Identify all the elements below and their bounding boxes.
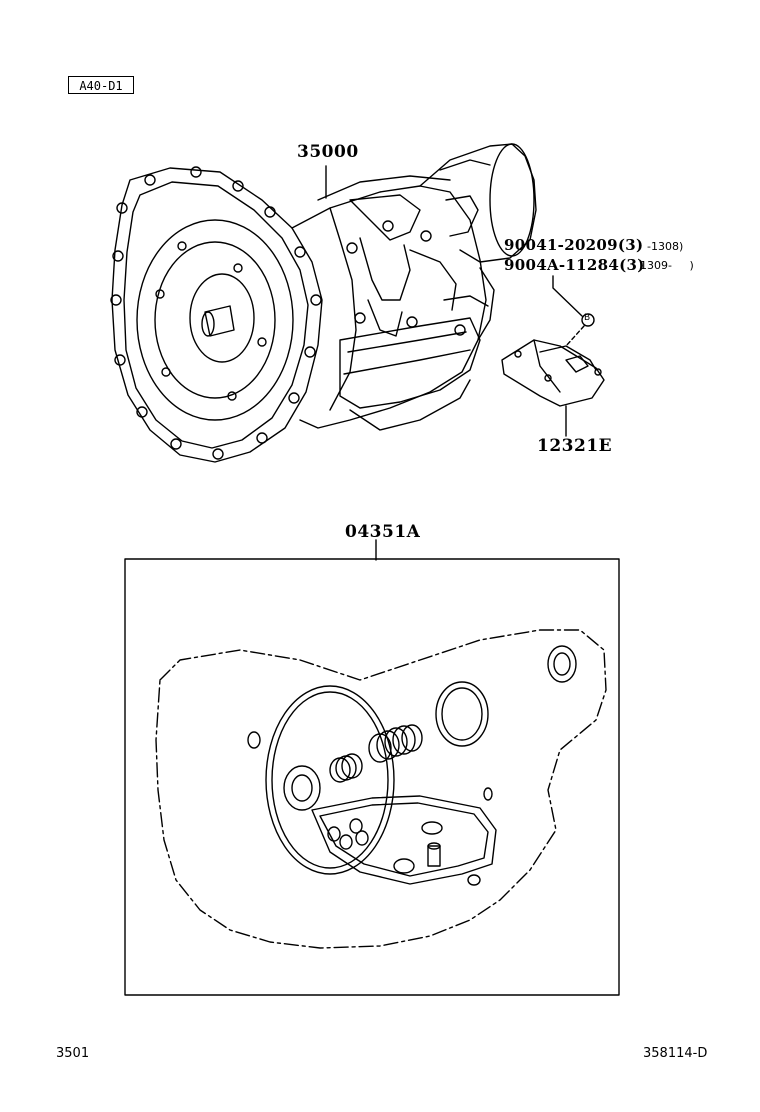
- kit-frame: [124, 558, 620, 996]
- callout-bolt-1-range: -1308): [647, 240, 684, 253]
- footer-page-code: 3501: [56, 1046, 90, 1061]
- marker-b-circle: [581, 313, 595, 327]
- transmission-assembly: [110, 143, 537, 463]
- callout-04351a[interactable]: 04351A: [345, 522, 421, 542]
- bracket-12321e: [501, 339, 605, 407]
- ref-marker-b: B: [584, 313, 591, 323]
- leader-b-bracket: [565, 325, 585, 347]
- callout-bolt-2-range: 1309- ): [640, 259, 694, 272]
- callout-bolt-2[interactable]: 9004A-11284(3): [504, 256, 645, 274]
- callout-35000[interactable]: 35000: [297, 142, 359, 162]
- callout-bolt-1[interactable]: 90041-20209(3): [504, 236, 644, 254]
- gasket-kit-contents: [155, 629, 607, 949]
- footer-figure-code: 358114-D: [643, 1046, 708, 1061]
- leader-bolts: [552, 275, 583, 317]
- callout-12321e[interactable]: 12321E: [537, 436, 613, 456]
- model-code-box: A40-D1: [68, 76, 134, 94]
